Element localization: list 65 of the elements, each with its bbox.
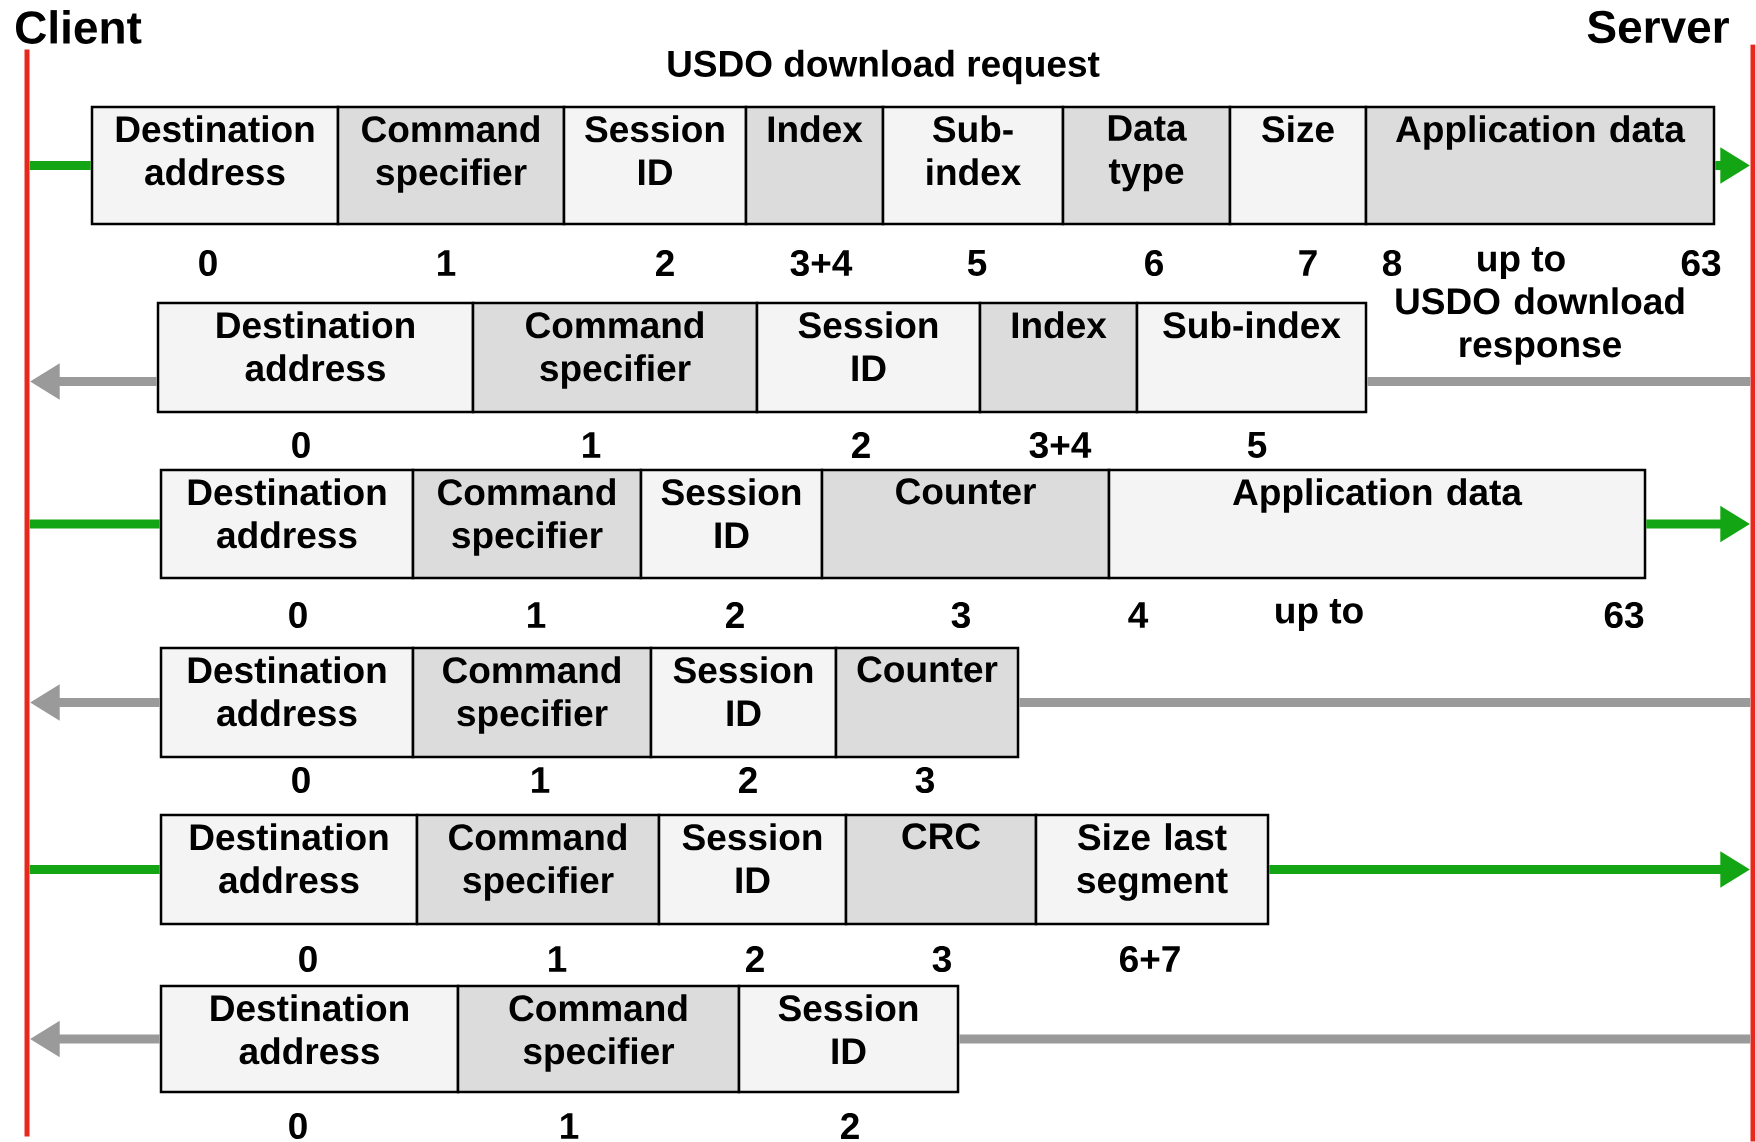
byte-number: 2 [726, 602, 744, 628]
field-cell: Command specifier [456, 984, 741, 1094]
field-cell: Index [978, 301, 1139, 414]
byte-number: 4 [1128, 602, 1149, 628]
byte-number: 2 [852, 432, 870, 458]
field-cell: Command specifier [411, 468, 643, 580]
field-cell: Command specifier [411, 646, 653, 759]
field-cell: Session ID [755, 301, 982, 414]
field-cell: Session ID [562, 105, 748, 226]
field-cell: Session ID [737, 984, 960, 1094]
field-cell: Sub-index [1135, 301, 1368, 414]
field-cell: Counter [820, 468, 1111, 580]
byte-number: 8 [1382, 249, 1402, 277]
byte-number: 2 [841, 1113, 859, 1139]
field-cell: CRC [844, 813, 1038, 926]
field-cell: Command specifier [336, 105, 566, 226]
byte-number: 2 [656, 250, 674, 276]
byte-number: 3+4 [1029, 431, 1092, 459]
byte-number: 6+7 [1120, 945, 1180, 973]
field-cell: Application data [1364, 105, 1716, 226]
field-cell: Command specifier [415, 813, 661, 926]
byte-number: 0 [292, 431, 310, 459]
field-cell: Size last segment [1034, 813, 1270, 926]
byte-number: 6 [1145, 249, 1163, 277]
field-cell: Session ID [657, 813, 848, 926]
field-cell: Command specifier [471, 301, 759, 414]
byte-number: 0 [299, 945, 317, 973]
byte-number: 1 [561, 1113, 579, 1139]
field-cell: Data type [1061, 105, 1232, 226]
field-cell: Destination address [159, 813, 419, 926]
byte-number: 3+4 [790, 249, 853, 277]
field-cell: Destination address [90, 105, 340, 226]
byte-number: 1 [549, 946, 567, 972]
byte-number: 1 [583, 432, 601, 458]
field-cell: Session ID [639, 468, 824, 580]
byte-number: 63 [1681, 249, 1721, 277]
byte-number: 1 [532, 767, 550, 793]
byte-number: 2 [746, 946, 764, 972]
byte-number: 7 [1299, 250, 1317, 276]
message-title: USDO download response [1396, 287, 1684, 365]
byte-number: 2 [739, 767, 757, 793]
byte-number: 0 [289, 601, 307, 629]
field-cell: Counter [834, 646, 1020, 759]
byte-number: 1 [438, 250, 456, 276]
byte-number: 0 [292, 766, 310, 794]
byte-number: 0 [199, 249, 217, 277]
field-cell: Destination address [159, 984, 460, 1094]
field-cell: Index [744, 105, 885, 226]
field-cell: Destination address [156, 301, 475, 414]
node-label: Client [16, 10, 142, 44]
byte-number: 3 [932, 945, 951, 973]
byte-number: 63 [1604, 601, 1644, 629]
node-label: Server [1587, 10, 1729, 44]
byte-number: 5 [1247, 432, 1267, 458]
field-cell: Session ID [649, 646, 838, 759]
message-title: USDO download request [668, 49, 1100, 85]
byte-number: 3 [915, 766, 934, 794]
field-cell: Sub-index [881, 105, 1065, 226]
field-cell: Application data [1107, 468, 1647, 580]
byte-number: 1 [528, 602, 546, 628]
byte-number: 3 [951, 601, 970, 629]
byte-number: 5 [967, 250, 987, 276]
field-cell: Destination address [159, 646, 415, 759]
field-cell: Size [1228, 105, 1368, 226]
field-cell: Destination address [159, 468, 415, 580]
